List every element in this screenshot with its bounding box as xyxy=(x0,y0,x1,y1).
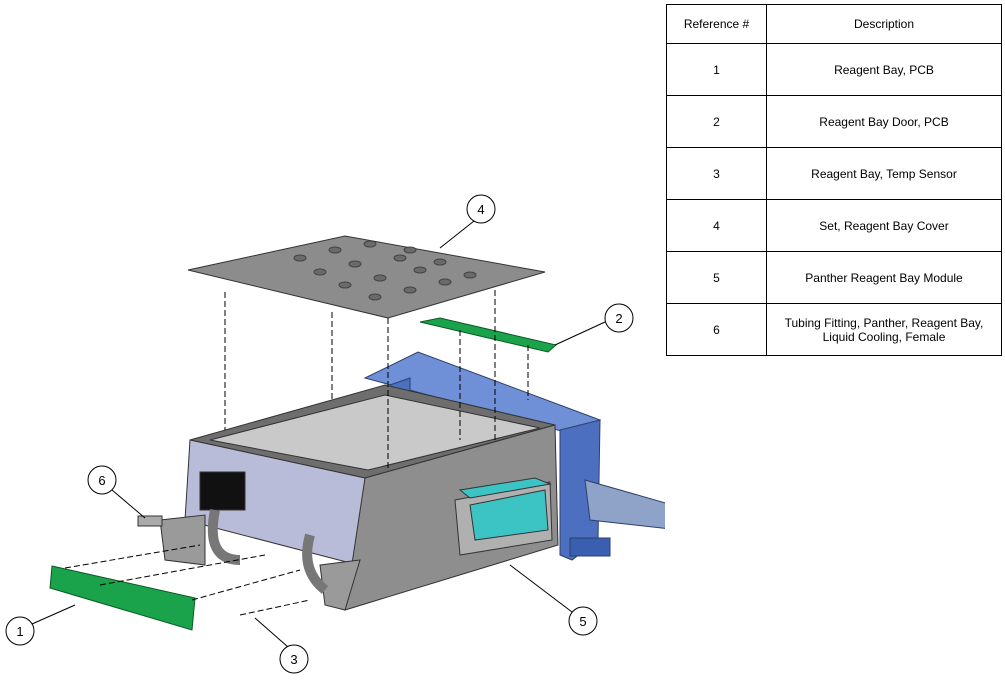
callout-2: 2 xyxy=(604,303,634,333)
callout-1: 1 xyxy=(5,616,35,646)
reagent-bay-pcb xyxy=(49,565,196,631)
ref-cell: 2 xyxy=(666,95,767,148)
svg-text:3: 3 xyxy=(290,652,297,667)
ref-cell: 5 xyxy=(666,251,767,304)
reagent-bay-door-pcb xyxy=(419,317,558,353)
ref-cell: 1 xyxy=(666,43,767,96)
table-header-row: Reference # Description xyxy=(666,4,1002,44)
ref-cell: 6 xyxy=(666,303,767,356)
desc-cell: Panther Reagent Bay Module xyxy=(766,251,1002,304)
leader-lines xyxy=(31,220,606,648)
desc-cell: Reagent Bay, PCB xyxy=(766,43,1002,96)
svg-text:5: 5 xyxy=(579,614,586,629)
callout-3: 3 xyxy=(279,644,309,674)
reagent-bay-module xyxy=(137,384,559,611)
svg-text:6: 6 xyxy=(98,473,105,488)
assembly-lines xyxy=(64,290,529,616)
callout-4: 4 xyxy=(466,194,496,224)
callout-5: 5 xyxy=(568,606,598,636)
desc-cell: Reagent Bay, Temp Sensor xyxy=(766,147,1002,200)
exploded-view-diagram: 1 2 3 4 5 6 xyxy=(5,194,665,674)
svg-text:4: 4 xyxy=(477,202,484,217)
reagent-bay-cover xyxy=(187,235,546,319)
header-reference: Reference # xyxy=(666,4,767,44)
desc-cell: Reagent Bay Door, PCB xyxy=(766,95,1002,148)
header-description: Description xyxy=(766,4,1002,44)
callout-6: 6 xyxy=(87,465,117,495)
ref-cell: 3 xyxy=(666,147,767,200)
ref-cell: 4 xyxy=(666,199,767,252)
desc-cell: Set, Reagent Bay Cover xyxy=(766,199,1002,252)
desc-cell: Tubing Fitting, Panther, Reagent Bay, Li… xyxy=(766,303,1002,356)
svg-text:2: 2 xyxy=(615,311,622,326)
svg-text:1: 1 xyxy=(16,624,23,639)
